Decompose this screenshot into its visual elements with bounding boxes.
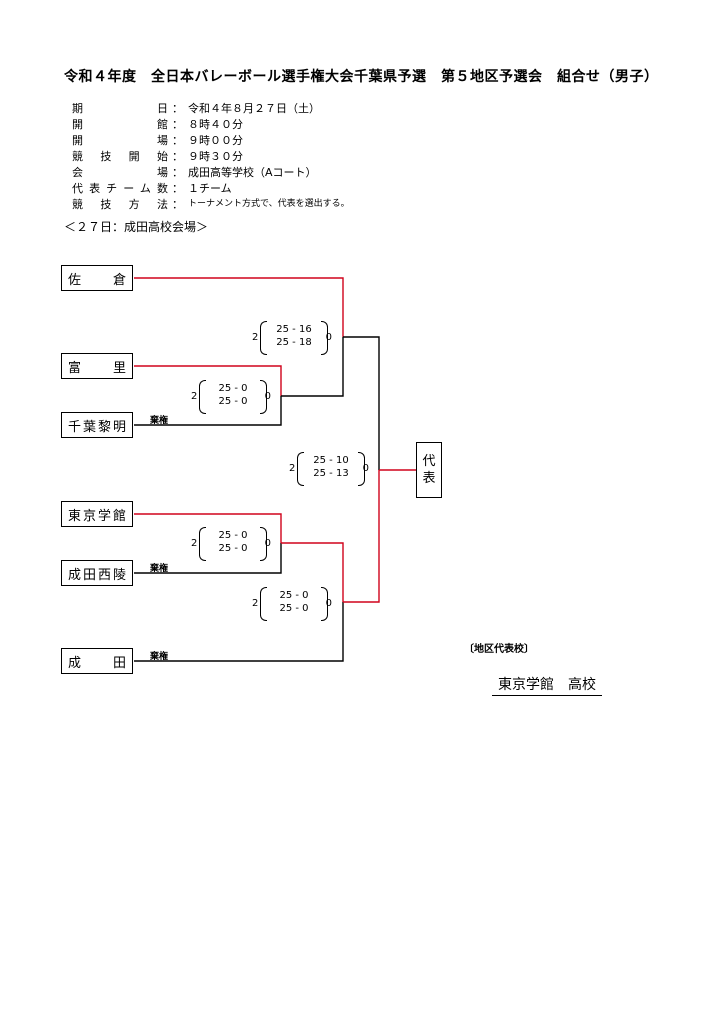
info-value: 成田高等学校（Aコート）	[188, 166, 317, 179]
page-title: 令和４年度 全日本バレーボール選手権大会千葉県予選 第５地区予選会 組合せ（男子…	[64, 69, 659, 85]
team-box-sakura: 佐 倉	[61, 265, 133, 291]
score-sets-won: 2	[252, 332, 259, 343]
winner-name: 東京学館 高校	[492, 674, 602, 696]
representative-box: 代 表	[416, 442, 442, 498]
team-char: 千	[68, 419, 82, 435]
team-char: 成	[68, 567, 82, 583]
team-char: 田	[112, 655, 126, 671]
team-box-narita: 成 田	[61, 648, 133, 674]
team-char: 陵	[112, 567, 126, 583]
team-char: 成	[68, 655, 82, 671]
info-label: 競技開始	[72, 150, 168, 163]
team-char: 東	[68, 508, 82, 524]
team-char: 倉	[112, 272, 126, 288]
info-colon: ：	[172, 166, 183, 179]
score-sets-lost: 0	[362, 463, 369, 474]
score-block: 2 25 - 16 25 - 18 0	[252, 321, 332, 355]
score-sets-lost: 0	[325, 332, 332, 343]
score-block: 2 25 - 10 25 - 13 0	[289, 452, 369, 486]
bracket-line-final-lower	[343, 470, 380, 603]
score-bracket-left	[199, 380, 206, 414]
score-sets-lost: 0	[325, 598, 332, 609]
team-box-tokyogakkan: 東 京 学 館	[61, 501, 133, 527]
score-block: 2 25 - 0 25 - 0 0	[252, 587, 332, 621]
team-char: 佐	[68, 272, 82, 288]
score-bracket-left	[297, 452, 304, 486]
info-label: 会場	[72, 166, 168, 179]
bracket-line-narita	[134, 602, 344, 662]
score-set: 25 - 18	[276, 337, 312, 348]
score-set: 25 - 0	[218, 396, 248, 407]
score-set: 25 - 0	[279, 590, 309, 601]
team-box-chibareimei: 千 葉 黎 明	[61, 412, 133, 438]
bracket-line-tomisato	[134, 365, 282, 396]
score-sets-won: 2	[191, 391, 198, 402]
info-colon: ：	[172, 150, 183, 163]
score-set: 25 - 0	[218, 383, 248, 394]
bracket-line-semi1-lower	[281, 337, 344, 397]
score-set: 25 - 10	[313, 455, 349, 466]
team-char: 里	[112, 360, 126, 376]
info-colon: ：	[172, 198, 183, 211]
team-char: 黎	[97, 419, 111, 435]
team-char: 葉	[82, 419, 96, 435]
team-char: 明	[112, 419, 126, 435]
score-set: 25 - 0	[218, 530, 248, 541]
info-colon: ：	[172, 182, 183, 195]
bracket-line-final-upper	[343, 336, 380, 470]
team-char: 西	[97, 567, 111, 583]
info-colon: ：	[172, 102, 183, 115]
score-block: 2 25 - 0 25 - 0 0	[191, 527, 271, 561]
section-heading: ＜２７日：成田高校会場＞	[64, 220, 209, 234]
bracket-line-semi2-upper	[281, 542, 344, 602]
score-set: 25 - 0	[218, 543, 248, 554]
info-value: 令和４年８月２７日（土）	[188, 102, 320, 115]
score-sets-won: 2	[191, 538, 198, 549]
info-value: トーナメント方式で、代表を選出する。	[188, 199, 350, 209]
bracket-line-naritaseiryo	[134, 543, 282, 574]
info-label: 競技方法	[72, 198, 168, 211]
score-block: 2 25 - 0 25 - 0 0	[191, 380, 271, 414]
score-bracket-left	[260, 321, 267, 355]
team-char: 館	[112, 508, 126, 524]
info-label: 開館	[72, 118, 168, 131]
winner-label: 〔地区代表校〕	[464, 644, 534, 655]
score-sets-won: 2	[252, 598, 259, 609]
score-set: 25 - 0	[279, 603, 309, 614]
team-char: 富	[68, 360, 82, 376]
bye-label: 棄権	[150, 564, 169, 574]
info-label: 期日	[72, 102, 168, 115]
representative-char: 表	[422, 471, 436, 486]
score-set: 25 - 13	[313, 468, 349, 479]
info-value: ９時３０分	[188, 150, 243, 163]
bracket-line-sakura	[134, 277, 344, 337]
team-char: 学	[97, 508, 111, 524]
info-colon: ：	[172, 134, 183, 147]
bracket-line-chibareimei	[134, 396, 282, 426]
info-label: 代表チーム数	[72, 182, 168, 195]
info-value: ８時４０分	[188, 118, 243, 131]
score-sets-lost: 0	[264, 538, 271, 549]
score-bracket-left	[260, 587, 267, 621]
bracket-line-tokyogakkan	[134, 513, 282, 543]
score-set: 25 - 16	[276, 324, 312, 335]
bye-label: 棄権	[150, 652, 169, 662]
score-bracket-left	[199, 527, 206, 561]
team-char: 京	[82, 508, 96, 524]
team-char: 田	[82, 567, 96, 583]
info-label: 開場	[72, 134, 168, 147]
score-sets-lost: 0	[264, 391, 271, 402]
team-box-tomisato: 富 里	[61, 353, 133, 379]
representative-char: 代	[422, 454, 436, 469]
bye-label: 棄権	[150, 416, 169, 426]
team-box-naritaseiryo: 成 田 西 陵	[61, 560, 133, 586]
info-value: １チーム	[188, 182, 232, 195]
info-colon: ：	[172, 118, 183, 131]
score-sets-won: 2	[289, 463, 296, 474]
info-value: ９時００分	[188, 134, 243, 147]
